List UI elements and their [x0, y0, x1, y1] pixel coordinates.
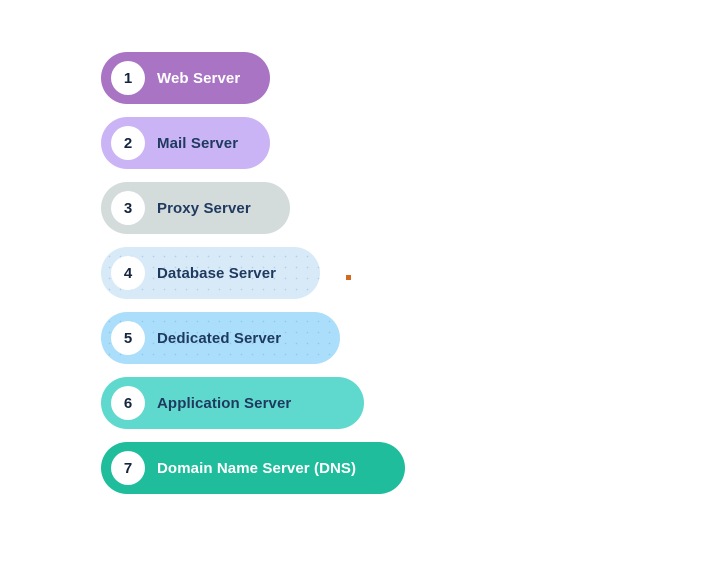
- rank-badge: 4: [111, 256, 145, 290]
- bar-label: Web Server: [157, 69, 241, 87]
- funnel-bar[interactable]: 1 Web Server: [101, 52, 270, 104]
- funnel-bar-row[interactable]: 1 Web Server: [101, 52, 270, 104]
- funnel-bar-row[interactable]: 4 Database Server: [101, 247, 320, 299]
- funnel-bar[interactable]: 2 Mail Server: [101, 117, 270, 169]
- rank-badge: 3: [111, 191, 145, 225]
- funnel-bar[interactable]: 7 Domain Name Server (DNS): [101, 442, 405, 494]
- rank-badge: 6: [111, 386, 145, 420]
- funnel-bar[interactable]: 6 Application Server: [101, 377, 364, 429]
- bar-label: Domain Name Server (DNS): [157, 459, 357, 477]
- funnel-bar[interactable]: 3 Proxy Server: [101, 182, 290, 234]
- bar-label: Mail Server: [157, 134, 239, 152]
- bar-label: Database Server: [157, 264, 277, 282]
- marker-dot: [346, 275, 351, 280]
- funnel-bar-row[interactable]: 3 Proxy Server: [101, 182, 290, 234]
- bar-label: Proxy Server: [157, 199, 251, 217]
- funnel-bar-row[interactable]: 2 Mail Server: [101, 117, 270, 169]
- bar-label: Application Server: [157, 394, 292, 412]
- funnel-bar[interactable]: 5 Dedicated Server: [101, 312, 340, 364]
- bar-label: Dedicated Server: [157, 329, 282, 347]
- funnel-bar-row[interactable]: 7 Domain Name Server (DNS): [101, 442, 405, 494]
- rank-badge: 7: [111, 451, 145, 485]
- rank-badge: 2: [111, 126, 145, 160]
- rank-badge: 5: [111, 321, 145, 355]
- funnel-bar-row[interactable]: 5 Dedicated Server: [101, 312, 340, 364]
- rank-badge: 1: [111, 61, 145, 95]
- funnel-bar-row[interactable]: 6 Application Server: [101, 377, 364, 429]
- funnel-bar[interactable]: 4 Database Server: [101, 247, 320, 299]
